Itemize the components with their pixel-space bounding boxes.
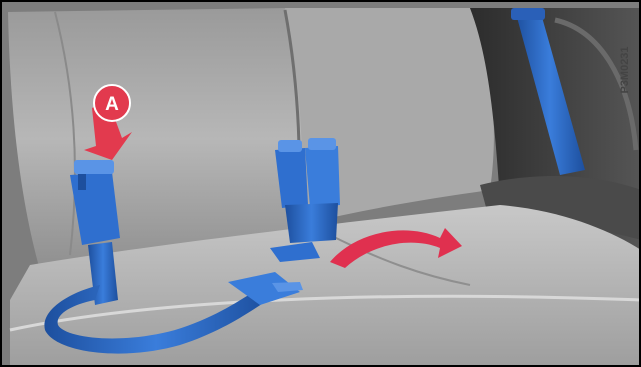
center-buckle-right: [305, 146, 340, 207]
center-buckle-left-top: [278, 140, 302, 152]
backrest-left-cushion: [8, 8, 302, 270]
left-buckle-top: [74, 160, 114, 174]
image-code: P3M0231: [619, 46, 631, 93]
center-buckle-straps: [285, 203, 338, 243]
callout-label: A: [105, 94, 119, 115]
shoulder-belt-guide: [511, 8, 545, 20]
center-buckle-right-top: [308, 138, 336, 150]
